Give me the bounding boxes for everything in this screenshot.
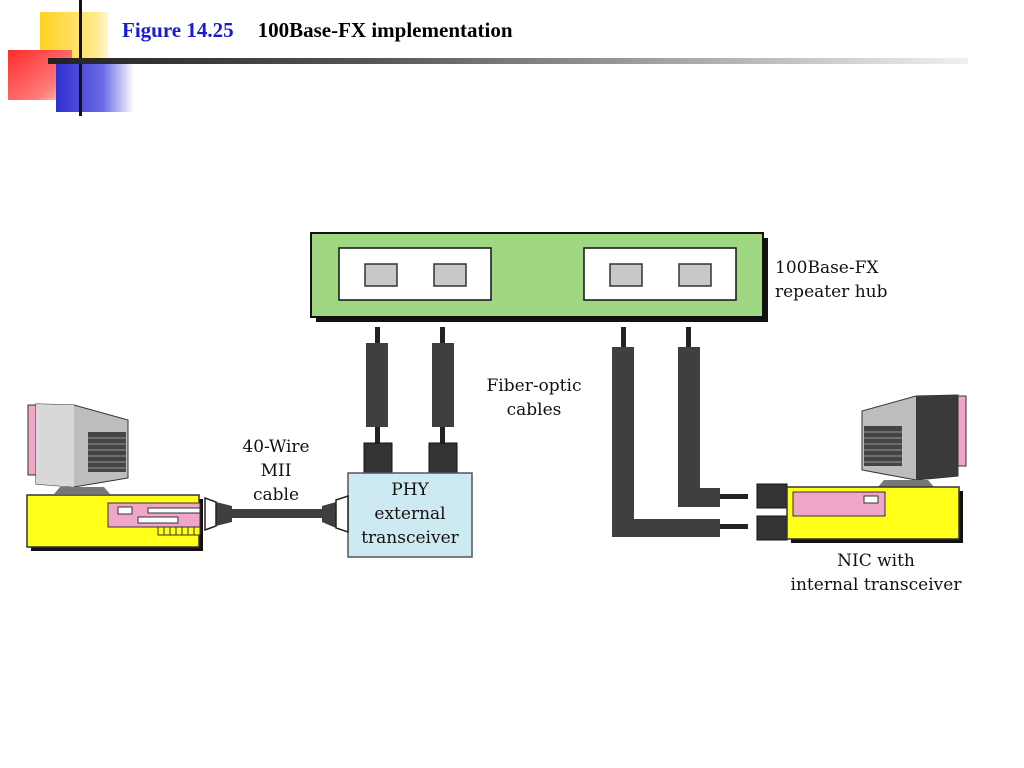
- phy-label: PHY external transceiver: [348, 478, 472, 550]
- right-monitor: [861, 394, 967, 487]
- figure-caption: 100Base-FX implementation: [257, 18, 513, 42]
- fiber-cable-left-1: [363, 327, 393, 474]
- fiber-label-line2: cables: [506, 400, 562, 420]
- mii-label-line1: 40-Wire: [242, 437, 310, 457]
- fiber-cable-right-2: [678, 327, 788, 509]
- hub-label-line1: 100Base-FX: [775, 258, 879, 278]
- fiber-label-line1: Fiber-optic: [486, 376, 582, 396]
- nic-label: NIC with internal transceiver: [776, 549, 976, 597]
- figure-label: Figure 14.25: [122, 18, 234, 42]
- slide-title: Figure 14.25 100Base-FX implementation: [122, 18, 513, 48]
- mii-cable: [204, 494, 349, 534]
- hub-port: [364, 263, 398, 287]
- hub-label-line2: repeater hub: [775, 282, 888, 302]
- hub-port: [609, 263, 643, 287]
- mii-label-line3: cable: [252, 485, 300, 505]
- blue-block: [56, 62, 134, 112]
- repeater-hub: [310, 232, 768, 322]
- right-computer: [786, 394, 967, 543]
- title-rule: [48, 58, 968, 64]
- hub-label: 100Base-FX repeater hub: [775, 256, 887, 304]
- phy-label-line1: PHY: [391, 480, 429, 500]
- nic-label-line2: internal transceiver: [790, 575, 962, 595]
- left-monitor: [27, 403, 129, 494]
- fiber-label: Fiber-optic cables: [476, 374, 592, 422]
- hub-port: [678, 263, 712, 287]
- phy-label-line2: external: [374, 504, 446, 524]
- mii-label: 40-Wire MII cable: [226, 435, 326, 507]
- mii-label-line2: MII: [260, 461, 292, 481]
- hub-port: [433, 263, 467, 287]
- left-computer: [26, 403, 203, 551]
- fiber-cable-right-1: [612, 327, 788, 541]
- phy-label-line3: transceiver: [361, 528, 459, 548]
- fiber-cable-left-2: [428, 327, 458, 474]
- nic-label-line1: NIC with: [837, 551, 915, 571]
